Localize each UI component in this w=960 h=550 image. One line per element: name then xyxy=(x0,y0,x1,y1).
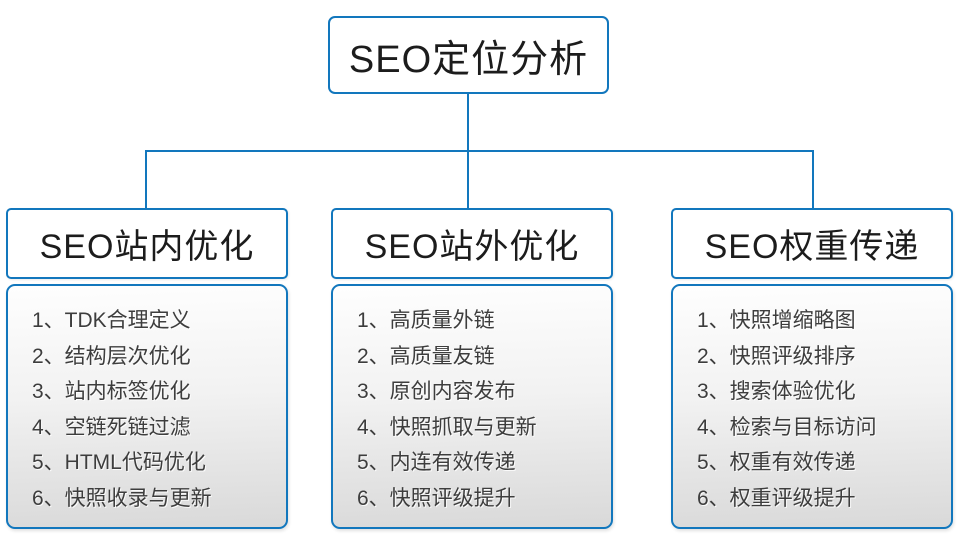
list-item: 3、搜索体验优化 xyxy=(697,380,856,404)
connector-drop-left xyxy=(145,150,147,208)
connector-horizontal xyxy=(145,150,814,152)
list-item: 2、结构层次优化 xyxy=(32,344,191,368)
branch-offsite-title: SEO站外优化 xyxy=(364,228,580,266)
list-item: 3、原创内容发布 xyxy=(357,380,516,404)
list-item: 5、内连有效传递 xyxy=(357,451,516,475)
branch-onsite-title: SEO站内优化 xyxy=(39,228,255,266)
list-item: 6、快照评级提升 xyxy=(357,486,516,510)
list-item: 6、权重评级提升 xyxy=(697,486,856,510)
list-item: 1、高质量外链 xyxy=(357,309,495,332)
branch-weight-list: 1、快照增缩略图 2、快照评级排序 3、搜索体验优化 4、检索与目标访问 5、权… xyxy=(671,284,953,529)
branch-offsite-list: 1、高质量外链 2、高质量友链 3、原创内容发布 4、快照抓取与更新 5、内连有… xyxy=(331,284,613,529)
connector-root-vertical xyxy=(467,93,469,151)
list-item: 4、快照抓取与更新 xyxy=(357,415,537,439)
list-item: 1、快照增缩略图 xyxy=(697,309,856,332)
list-item: 4、检索与目标访问 xyxy=(697,415,877,439)
list-item: 2、快照评级排序 xyxy=(697,344,856,368)
branch-weight-title: SEO权重传递 xyxy=(704,228,920,266)
connector-drop-center xyxy=(467,150,469,208)
branch-onsite-list: 1、TDK合理定义 2、结构层次优化 3、站内标签优化 4、空链死链过滤 5、H… xyxy=(6,284,288,529)
list-item: 2、高质量友链 xyxy=(357,344,495,368)
list-item: 1、TDK合理定义 xyxy=(32,309,191,332)
branch-onsite-header: SEO站内优化 xyxy=(6,208,288,279)
list-item: 5、权重有效传递 xyxy=(697,451,856,475)
root-node: SEO定位分析 xyxy=(328,16,609,94)
list-item: 4、空链死链过滤 xyxy=(32,415,191,439)
root-node-title: SEO定位分析 xyxy=(348,38,589,81)
list-item: 3、站内标签优化 xyxy=(32,380,191,404)
branch-offsite-header: SEO站外优化 xyxy=(331,208,613,279)
connector-drop-right xyxy=(812,150,814,208)
branch-weight-header: SEO权重传递 xyxy=(671,208,953,279)
list-item: 6、快照收录与更新 xyxy=(32,486,212,510)
list-item: 5、HTML代码优化 xyxy=(32,451,206,475)
